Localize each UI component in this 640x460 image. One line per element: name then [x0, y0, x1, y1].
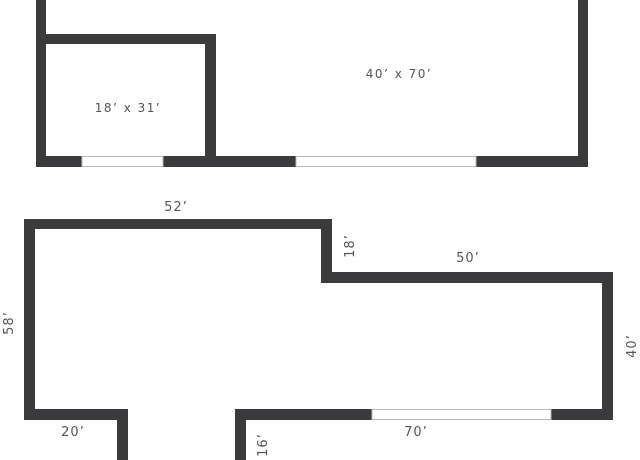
top-plan-left-wall: [36, 0, 46, 167]
bottom-plan-top-wall-right: [321, 272, 613, 283]
small-room-right-wall: [205, 34, 216, 167]
bottom-plan-bottom-wall-right-2: [551, 409, 613, 420]
small-room-top-wall: [36, 34, 216, 44]
top-plan-right-wall: [578, 0, 588, 167]
top-plan-window-small-room: [81, 156, 164, 167]
top-plan-window-large-room: [295, 156, 477, 167]
dim-bottom-right-label: 70’: [404, 425, 428, 440]
dim-top-right-label: 50’: [456, 251, 480, 266]
dim-top-left-label: 52’: [164, 200, 188, 215]
bottom-plan-bottom-wall-left: [24, 409, 128, 420]
bottom-plan-bottom-wall-right-1: [235, 409, 372, 420]
dim-left-label: 58’: [2, 311, 17, 335]
large-room-label: 40’ x 70’: [366, 67, 432, 81]
bottom-plan-top-wall-left: [24, 219, 332, 229]
dim-bottom-left-label: 20’: [61, 425, 85, 440]
top-plan-bottom-wall-2: [163, 156, 296, 167]
bottom-plan-step-wall: [321, 219, 332, 283]
bottom-plan-left-wall: [24, 219, 35, 420]
bottom-plan-right-wall: [602, 272, 613, 420]
corridor-left-wall: [117, 409, 128, 460]
bottom-plan: 52’ 18’ 50’ 58’ 40’ 20’ 16’ 70’: [2, 200, 640, 460]
top-plan-bottom-wall-3: [476, 156, 588, 167]
dim-right-label: 40’: [625, 334, 640, 358]
dim-corridor-label: 16’: [256, 433, 271, 457]
corridor-right-wall: [235, 409, 246, 460]
top-plan-bottom-wall-1: [36, 156, 82, 167]
small-room-label: 18’ x 31’: [95, 101, 161, 115]
dim-step-label: 18’: [343, 234, 358, 258]
bottom-plan-window: [371, 409, 552, 420]
top-plan: 18’ x 31’ 40’ x 70’: [36, 0, 588, 167]
